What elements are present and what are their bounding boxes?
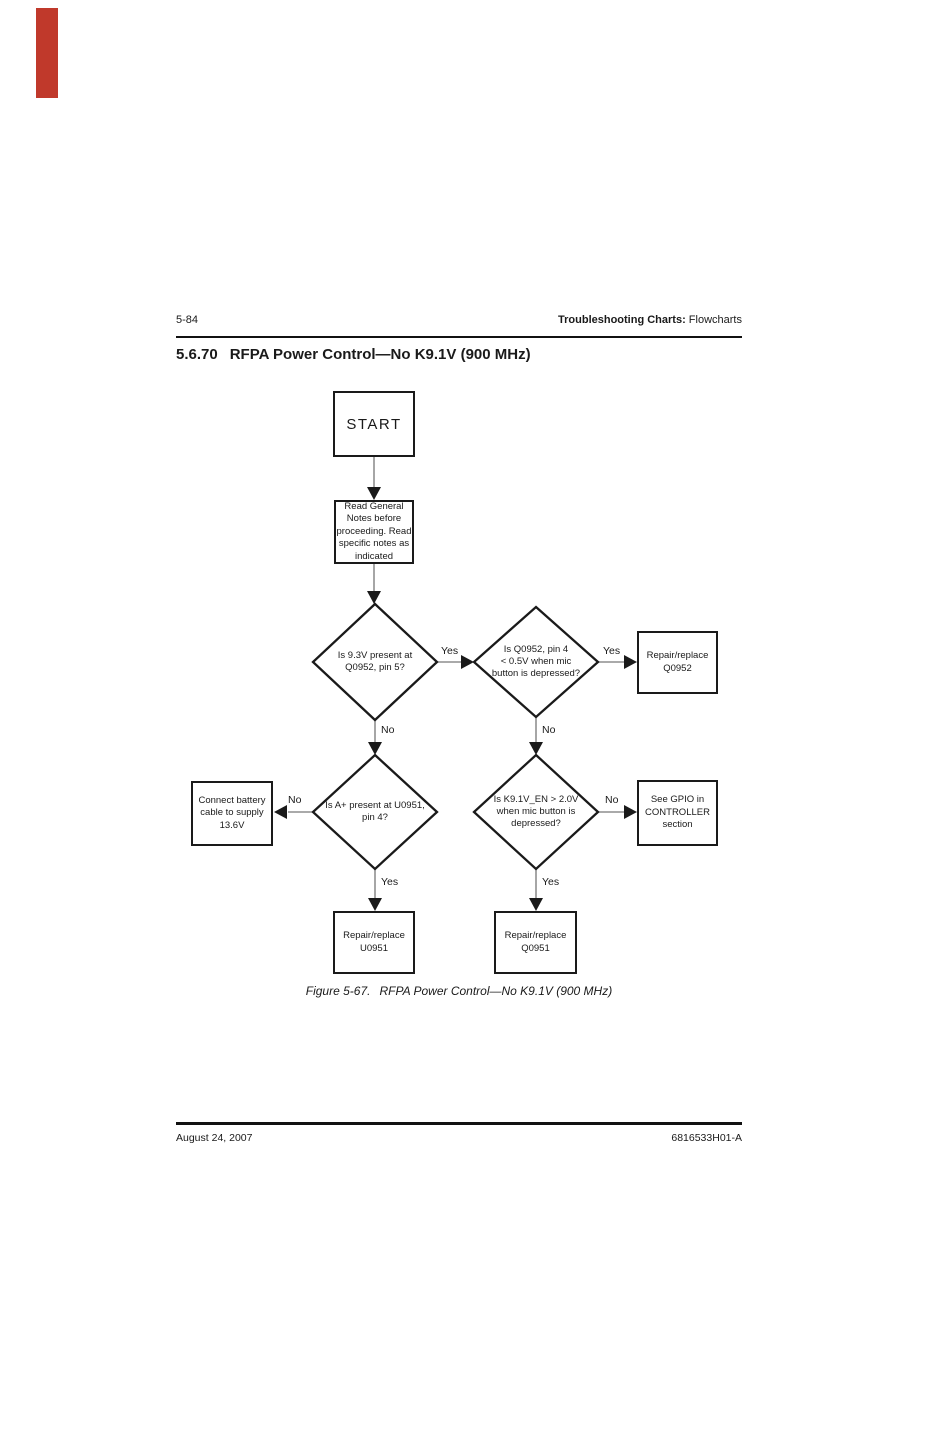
header-rule: [176, 336, 742, 338]
section-heading: 5.6.70 RFPA Power Control—No K9.1V (900 M…: [176, 346, 531, 363]
arrowhead-into-notes: [367, 487, 381, 500]
arrowhead-into-gpio: [624, 805, 637, 819]
figure-caption-title: RFPA Power Control—No K9.1V (900 MHz): [379, 984, 613, 998]
edge-label-d2-yes: Yes: [603, 645, 621, 657]
connect-battery-node: Connect battery cable to supply 13.6V: [191, 781, 273, 846]
header-running-title: Troubleshooting Charts: Flowcharts: [176, 314, 742, 326]
arrowhead-into-battery: [274, 805, 287, 819]
edge-label-d4-yes: Yes: [542, 876, 560, 888]
repair-q0952-node: Repair/replace Q0952: [637, 631, 718, 694]
footer-doc-number: 6816533H01-A: [671, 1132, 742, 1144]
header-page-number: 5-84: [176, 314, 199, 326]
decision-diamond-q0952-pin4: [472, 605, 600, 719]
decision-diamond-9v3: [311, 602, 439, 722]
red-bookmark-marker: [36, 8, 58, 98]
arrowhead-into-d3: [368, 742, 382, 755]
section-title: RFPA Power Control—No K9.1V (900 MHz): [229, 346, 531, 363]
repair-q0951-node: Repair/replace Q0951: [494, 911, 577, 974]
decision-diamond-k91v-en: [472, 753, 600, 871]
edge-label-d1-yes: Yes: [441, 645, 459, 657]
footer-date: August 24, 2007: [176, 1132, 253, 1144]
footer-rule: [176, 1122, 742, 1125]
arrowhead-into-d4: [529, 742, 543, 755]
read-notes-node: Read General Notes before proceeding. Re…: [334, 500, 414, 564]
arrowhead-into-d2: [461, 655, 474, 669]
see-gpio-node: See GPIO in CONTROLLER section: [637, 780, 718, 846]
start-node: START: [333, 391, 415, 457]
arrowhead-into-d1: [367, 591, 381, 604]
header-title-bold: Troubleshooting Charts:: [558, 314, 686, 326]
arrowhead-into-repair-q0952: [624, 655, 637, 669]
arrowhead-into-repair-u0951: [368, 898, 382, 911]
header-title-regular: Flowcharts: [685, 314, 742, 326]
edge-label-d4-no: No: [605, 794, 619, 806]
decision-diamond-aplus: [311, 753, 439, 871]
edge-label-d1-no: No: [381, 724, 395, 736]
repair-u0951-node: Repair/replace U0951: [333, 911, 415, 974]
section-number: 5.6.70: [176, 346, 218, 363]
edge-label-d3-no: No: [288, 794, 302, 806]
figure-caption: Figure 5-67. RFPA Power Control—No K9.1V …: [176, 984, 742, 998]
edge-label-d3-yes: Yes: [381, 876, 399, 888]
arrowhead-into-repair-q0951: [529, 898, 543, 911]
figure-caption-label: Figure 5-67.: [305, 984, 371, 998]
edge-label-d2-no: No: [542, 724, 556, 736]
